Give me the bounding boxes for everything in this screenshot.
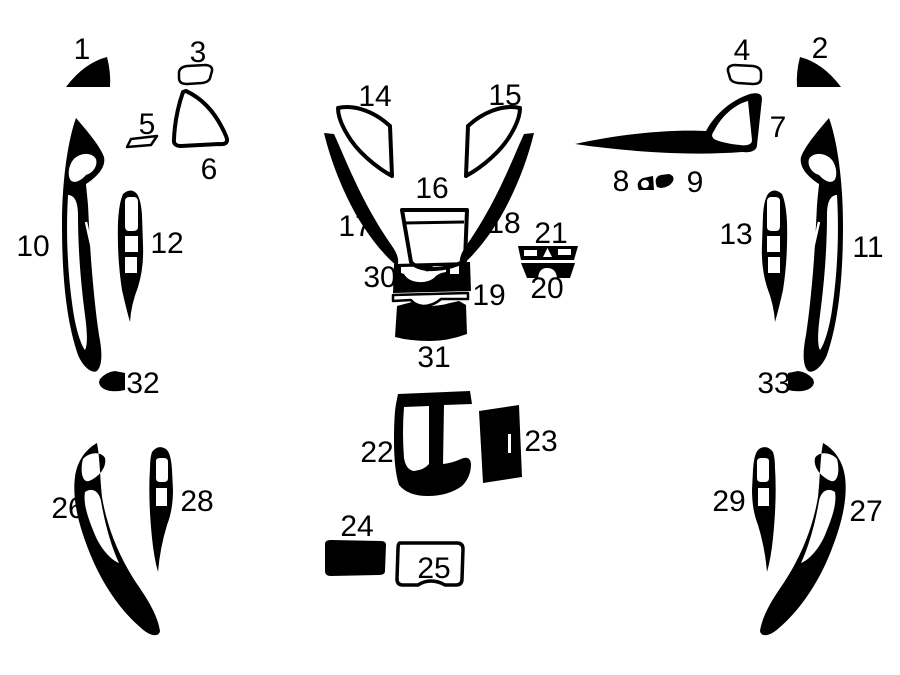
- part-3-shape: [177, 63, 214, 86]
- part-31-label: 31: [417, 341, 450, 374]
- part-33-shape: [788, 371, 814, 392]
- part-13-label: 13: [719, 218, 752, 251]
- part-28-shape: [149, 447, 173, 572]
- part-28-label: 28: [180, 485, 213, 518]
- part-12-shape: [117, 190, 144, 322]
- part-32-label: 32: [126, 367, 159, 400]
- part-10-slit: [84, 221, 97, 263]
- part-31-shape: [395, 301, 467, 341]
- part-10-body: [62, 118, 105, 372]
- part-1-label: 1: [74, 33, 91, 66]
- part-4-label: 4: [734, 34, 751, 67]
- part-7-label: 7: [770, 111, 787, 144]
- part-19-label: 19: [472, 279, 505, 312]
- part-26-label: 26: [51, 492, 84, 525]
- part-22-shape: [394, 391, 472, 496]
- part-13-shape: [761, 190, 788, 322]
- part-30-body: [393, 262, 471, 293]
- part-32-shape: [99, 371, 125, 392]
- part-7-shape: [575, 93, 762, 154]
- part-25-shape: [395, 541, 465, 587]
- part-24-label: 24: [340, 510, 373, 543]
- part-6-label: 6: [201, 153, 218, 186]
- part-9-label: 9: [687, 166, 704, 199]
- part-20-shape: [521, 263, 575, 278]
- part-30-label: 30: [363, 261, 396, 294]
- part-9-shape: [655, 174, 674, 188]
- part-24-shape: [325, 540, 386, 576]
- part-3-label: 3: [190, 36, 207, 69]
- part-8-shape: [637, 176, 654, 190]
- part-8-label: 8: [613, 165, 630, 198]
- part-17-shape: [324, 133, 399, 266]
- part-16-label: 16: [415, 172, 448, 205]
- part-20-label: 20: [530, 272, 563, 305]
- part-14-shape: [336, 105, 394, 178]
- part-30-shape: [393, 262, 471, 293]
- part-14-label: 14: [358, 80, 391, 113]
- part-4-shape: [726, 63, 763, 86]
- part-17-label: 17: [338, 210, 371, 243]
- part-27-label: 27: [849, 495, 882, 528]
- part-11-label: 11: [852, 231, 883, 264]
- part-10-label: 10: [16, 230, 49, 263]
- part-6-shape: [171, 89, 230, 148]
- part-29-shape: [752, 447, 776, 572]
- part-2-label: 2: [812, 32, 829, 65]
- part-1-shape: [66, 57, 111, 87]
- part-26-shape: [74, 443, 160, 636]
- part-30-detail: [422, 266, 433, 272]
- part-29-label: 29: [712, 485, 745, 518]
- part-23-shape: [479, 405, 522, 483]
- part-18-label: 18: [487, 207, 520, 240]
- part-21-shape: [518, 246, 578, 260]
- part-11-shape: [799, 116, 845, 373]
- part-16-frame: [400, 208, 469, 272]
- part-33-label: 33: [757, 367, 790, 400]
- part-labels: 1 2 3 4 5 6 7 8 9 10 11 12 13 14 15 16 1…: [16, 32, 883, 585]
- part-16-divider: [403, 220, 465, 225]
- part-25-label: 25: [417, 552, 450, 585]
- part-22-label: 22: [360, 436, 393, 469]
- part-12-label: 12: [150, 227, 183, 260]
- part-21-label: 21: [534, 217, 567, 250]
- part-23-label: 23: [524, 425, 557, 458]
- part-5-shape: [125, 134, 159, 149]
- part-5-label: 5: [139, 108, 156, 141]
- part-15-label: 15: [488, 79, 521, 112]
- part-shapes: [62, 57, 846, 636]
